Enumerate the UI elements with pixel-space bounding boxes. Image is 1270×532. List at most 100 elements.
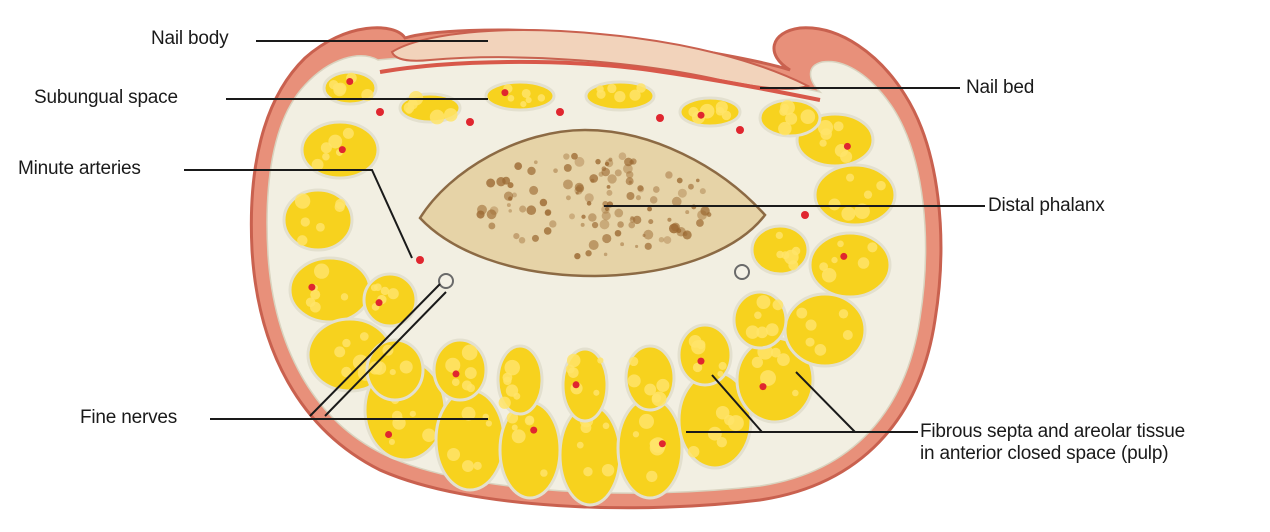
- fat-globule: [846, 174, 854, 182]
- marrow-speck: [602, 211, 611, 220]
- fat-globule: [486, 420, 492, 426]
- marrow-speck: [563, 153, 569, 159]
- arteriole: [840, 253, 847, 260]
- fat-globule: [867, 242, 877, 252]
- marrow-speck: [549, 220, 556, 227]
- marrow-speck: [617, 221, 624, 228]
- fat-globule: [400, 361, 413, 374]
- fat-globule: [639, 414, 654, 429]
- arteriole: [736, 126, 744, 134]
- fat-globule: [839, 309, 848, 318]
- marrow-speck: [677, 178, 683, 184]
- fat-globule: [778, 122, 792, 136]
- arteriole: [759, 383, 766, 390]
- marrow-speck: [544, 227, 552, 235]
- fat-globule: [746, 325, 760, 339]
- fat-globule: [334, 346, 345, 357]
- fat-globule: [840, 151, 852, 163]
- label-subungual-space: Subungual space: [34, 87, 178, 109]
- marrow-speck: [529, 186, 538, 195]
- marrow-speck: [623, 164, 633, 174]
- marrow-speck: [688, 184, 694, 190]
- marrow-speck: [513, 233, 519, 239]
- fat-globule: [473, 462, 481, 470]
- arteriole: [376, 299, 383, 306]
- fat-globule: [831, 257, 837, 263]
- label-distal-phalanx: Distal phalanx: [988, 195, 1105, 217]
- marrow-speck: [629, 160, 634, 165]
- fat-globule: [297, 235, 307, 245]
- fat-globule: [819, 262, 828, 271]
- marrow-speck: [615, 169, 622, 176]
- label-fine-nerves: Fine nerves: [80, 407, 177, 429]
- arteriole: [801, 211, 809, 219]
- fat-lobule: [434, 340, 486, 400]
- marrow-speck: [519, 206, 526, 213]
- marrow-speck: [683, 230, 692, 239]
- fat-globule: [630, 90, 641, 101]
- fat-globule: [688, 446, 700, 458]
- fat-globule: [843, 330, 853, 340]
- fat-globule: [512, 424, 518, 430]
- marrow-speck: [508, 209, 512, 213]
- marrow-speck: [602, 234, 611, 243]
- marrow-speck: [527, 167, 535, 175]
- fat-globule: [445, 358, 460, 373]
- marrow-speck: [700, 188, 706, 194]
- fat-lobule: [284, 190, 352, 250]
- fat-globule: [410, 411, 416, 417]
- fat-globule: [526, 97, 532, 103]
- fat-globule: [371, 284, 378, 291]
- fat-globule: [503, 377, 511, 385]
- marrow-speck: [626, 192, 634, 200]
- marrow-speck: [685, 210, 689, 214]
- fat-globule: [314, 264, 329, 279]
- marrow-speck: [620, 242, 624, 246]
- arteriole: [697, 358, 704, 365]
- marrow-speck: [665, 171, 672, 178]
- fat-globule: [757, 295, 771, 309]
- fat-globule: [776, 232, 783, 239]
- arteriole: [376, 108, 384, 116]
- fat-globule: [452, 378, 460, 386]
- label-nail-body: Nail body: [151, 28, 228, 50]
- marrow-speck: [553, 168, 558, 173]
- marrow-speck: [671, 223, 680, 232]
- arteriole: [385, 431, 392, 438]
- marrow-speck: [590, 179, 594, 183]
- marrow-speck: [600, 220, 610, 230]
- fat-globule: [801, 109, 816, 124]
- fat-globule: [568, 367, 579, 378]
- fat-globule: [691, 340, 705, 354]
- marrow-speck: [585, 193, 594, 202]
- marrow-speck: [571, 153, 578, 160]
- fat-globule: [333, 84, 346, 97]
- arteriole: [308, 284, 315, 291]
- fat-globule: [652, 392, 667, 407]
- marrow-speck: [585, 250, 591, 256]
- arteriole: [530, 427, 537, 434]
- fat-globule: [796, 308, 807, 319]
- fat-globule: [444, 108, 458, 122]
- marrow-speck: [576, 184, 584, 192]
- fat-globule: [499, 397, 511, 409]
- marrow-speck: [514, 162, 522, 170]
- fat-globule: [316, 223, 325, 232]
- marrow-speck: [629, 181, 632, 184]
- arteriole: [346, 78, 353, 85]
- label-fibrous-septa: Fibrous septa and areolar tissue in ante…: [920, 421, 1270, 465]
- fat-globule: [512, 429, 526, 443]
- marrow-speck: [563, 179, 573, 189]
- marrow-speck: [659, 237, 664, 242]
- fat-globule: [593, 390, 599, 396]
- marrow-speck: [633, 216, 641, 224]
- fat-globule: [508, 95, 515, 102]
- fat-globule: [513, 393, 520, 400]
- nerve-left: [439, 274, 453, 288]
- fat-globule: [766, 323, 779, 336]
- marrow-speck: [608, 158, 612, 162]
- fat-globule: [784, 250, 799, 265]
- marrow-speck: [648, 219, 653, 224]
- fat-globule: [646, 471, 657, 482]
